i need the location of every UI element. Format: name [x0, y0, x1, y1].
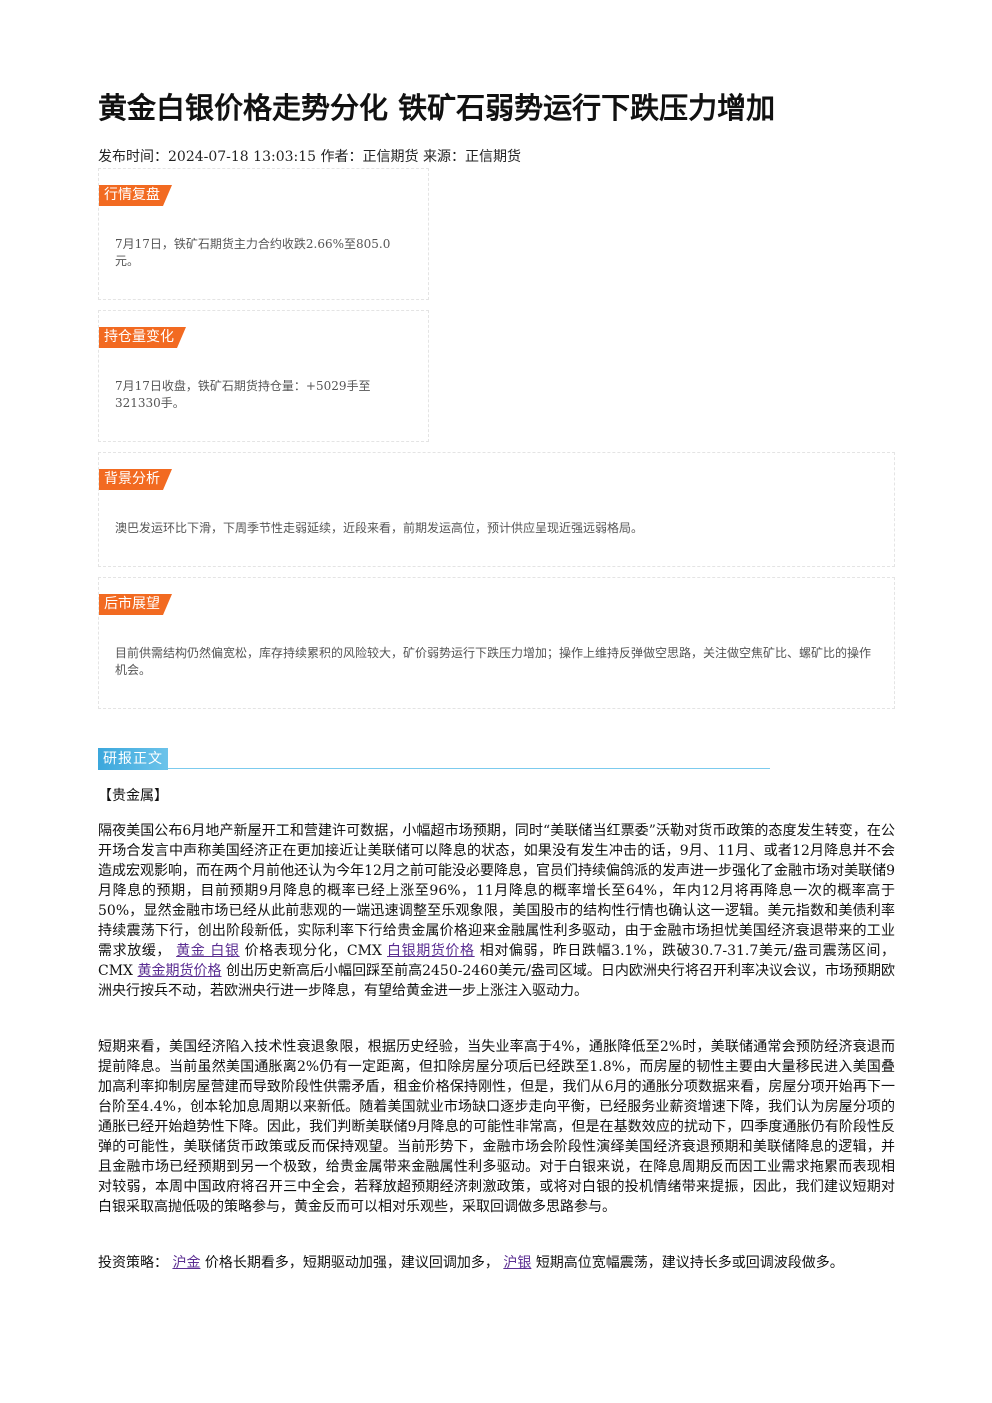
report-paragraph-1: 隔夜美国公布6月地产新屋开工和营建许可数据，小幅超市场预期，同时“美联储当红票委…: [98, 821, 895, 1001]
open-interest-tag: 持仓量变化: [99, 327, 186, 348]
market-review-box: 行情复盘 7月17日，铁矿石期货主力合约收跌2.66%至805.0元。: [98, 168, 429, 300]
outlook-tag: 后市展望: [99, 594, 172, 615]
paragraph-3-text-b: 价格长期看多，短期驱动加强，建议回调加多，: [204, 1255, 499, 1271]
gold-silver-link[interactable]: 黄金 白银: [176, 943, 240, 959]
shanghai-gold-link[interactable]: 沪金: [172, 1255, 201, 1271]
background-analysis-tag: 背景分析: [99, 469, 172, 490]
outlook-text: 目前供需结构仍然偏宽松，库存持续累积的风险较大，矿价弱势运行下跌压力增加；操作上…: [115, 646, 872, 677]
open-interest-box: 持仓量变化 7月17日收盘，铁矿石期货持仓量：+5029手至321330手。: [98, 310, 429, 442]
shanghai-silver-link[interactable]: 沪银: [503, 1255, 532, 1271]
report-paragraph-2: 短期来看，美国经济陷入技术性衰退象限，根据历史经验，当失业率高于4%，通胀降低至…: [98, 1039, 895, 1215]
report-header: 研报正文: [98, 748, 770, 770]
background-analysis-text: 澳巴发运环比下滑，下周季节性走弱延续，近段来看，前期发运高位，预计供应呈现近强远…: [115, 521, 644, 535]
paragraph-1-text-a: 隔夜美国公布6月地产新屋开工和营建许可数据，小幅超市场预期，同时“美联储当红票委…: [98, 823, 895, 959]
silver-futures-price-link[interactable]: 白银期货价格: [387, 943, 475, 959]
report-tag: 研报正文: [98, 748, 168, 770]
gold-futures-price-link[interactable]: 黄金期货价格: [137, 963, 222, 979]
open-interest-text: 7月17日收盘，铁矿石期货持仓量：+5029手至321330手。: [115, 379, 371, 410]
paragraph-1-text-c: 相对偏弱，昨日跌幅3.1%，跌破30.7-31.7美元/盎司震荡区间，CMX: [98, 943, 896, 979]
paragraph-3-text-c: 短期高位宽幅震荡，建议持长多或回调波段做多。: [535, 1255, 844, 1271]
section-label: 【贵金属】: [98, 788, 168, 804]
report-paragraph-3: 投资策略： 沪金 价格长期看多，短期驱动加强，建议回调加多， 沪银 短期高位宽幅…: [98, 1253, 895, 1273]
report-header-line: [98, 768, 770, 769]
article-meta: 发布时间：2024-07-18 13:03:15 作者：正信期货 来源：正信期货: [98, 149, 521, 165]
paragraph-3-text-a: 投资策略：: [98, 1255, 168, 1271]
paragraph-1-text-d: 创出历史新高后小幅回踩至前高2450-2460美元/盎司区域。日内欧洲央行将召开…: [98, 963, 896, 999]
outlook-box: 后市展望 目前供需结构仍然偏宽松，库存持续累积的风险较大，矿价弱势运行下跌压力增…: [98, 577, 895, 709]
market-review-text: 7月17日，铁矿石期货主力合约收跌2.66%至805.0元。: [115, 237, 391, 268]
paragraph-1-text-b: 价格表现分化，CMX: [244, 943, 382, 959]
background-analysis-box: 背景分析 澳巴发运环比下滑，下周季节性走弱延续，近段来看，前期发运高位，预计供应…: [98, 452, 895, 567]
article-title: 黄金白银价格走势分化 铁矿石弱势运行下跌压力增加: [98, 91, 776, 125]
market-review-tag: 行情复盘: [99, 185, 172, 206]
